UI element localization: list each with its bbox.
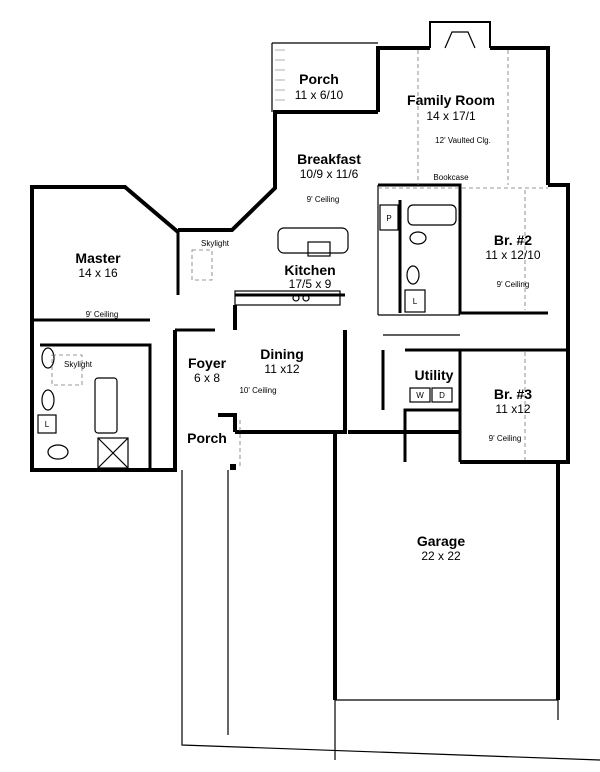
kitchen-name: Kitchen — [284, 262, 335, 278]
kitchen-island — [277, 227, 349, 254]
master-ceiling: 9' Ceiling — [86, 310, 119, 319]
master-toilet — [47, 444, 69, 460]
porch-column — [230, 464, 236, 470]
washer-label: W — [416, 391, 424, 400]
br3-name: Br. #3 — [494, 386, 532, 402]
dining-ceiling: 10' Ceiling — [239, 386, 276, 395]
hall-sink — [406, 265, 420, 285]
porch-front-name: Porch — [187, 430, 227, 446]
dining-size: 11 x12 — [264, 362, 299, 376]
master-sink — [41, 347, 55, 369]
garage-name: Garage — [417, 533, 465, 549]
br2-ceiling: 9' Ceiling — [497, 280, 530, 289]
hall-toilet — [409, 231, 427, 245]
fireplace — [429, 21, 491, 49]
family-room-size: 14 x 17/1 — [426, 109, 476, 123]
dryer-label: D — [439, 391, 445, 400]
porch-rear-size: 11 x 6/10 — [295, 88, 344, 102]
master-bath-skylight: Skylight — [64, 360, 93, 369]
hall-linen: L — [413, 297, 418, 306]
kitchen-skylight-label: Skylight — [201, 239, 230, 248]
master-shower — [97, 437, 129, 469]
breakfast-size: 10/9 x 11/6 — [300, 167, 359, 181]
fixtures — [37, 204, 457, 470]
washer — [409, 387, 431, 403]
foyer-name: Foyer — [188, 355, 227, 371]
breakfast-name: Breakfast — [297, 151, 361, 167]
porch-rear-name: Porch — [299, 71, 339, 87]
kitchen-counter — [234, 290, 341, 306]
breakfast-ceiling: 9' Ceiling — [307, 195, 340, 204]
family-room-name: Family Room — [407, 92, 495, 108]
rear-porch — [271, 42, 378, 112]
bookcase-label: Bookcase — [433, 173, 469, 182]
ceiling-lines — [51, 50, 548, 468]
garage-size: 22 x 22 — [421, 549, 461, 563]
master-size: 14 x 16 — [78, 266, 118, 280]
br3-size: 11 x12 — [495, 402, 530, 416]
master-linen: L — [45, 420, 50, 429]
exterior-walls — [30, 46, 570, 701]
br2-size: 11 x 12/10 — [485, 248, 540, 262]
interior-walls — [32, 183, 568, 470]
kitchen-sink — [307, 241, 331, 257]
br2-name: Br. #2 — [494, 232, 532, 248]
dining-name: Dining — [260, 346, 304, 362]
br3-ceiling: 9' Ceiling — [489, 434, 522, 443]
kitchen-size: 17/5 x 9 — [289, 277, 332, 291]
master-bathtub — [94, 377, 118, 434]
pantry-label: P — [386, 214, 391, 223]
site-lines — [181, 470, 600, 761]
utility-name: Utility — [415, 367, 454, 383]
foyer-size: 6 x 8 — [194, 371, 220, 385]
family-room-ceiling: 12' Vaulted Clg. — [435, 136, 491, 145]
master-sink — [41, 389, 55, 411]
dryer — [431, 387, 453, 403]
master-name: Master — [75, 250, 121, 266]
hall-bathtub — [407, 204, 457, 226]
